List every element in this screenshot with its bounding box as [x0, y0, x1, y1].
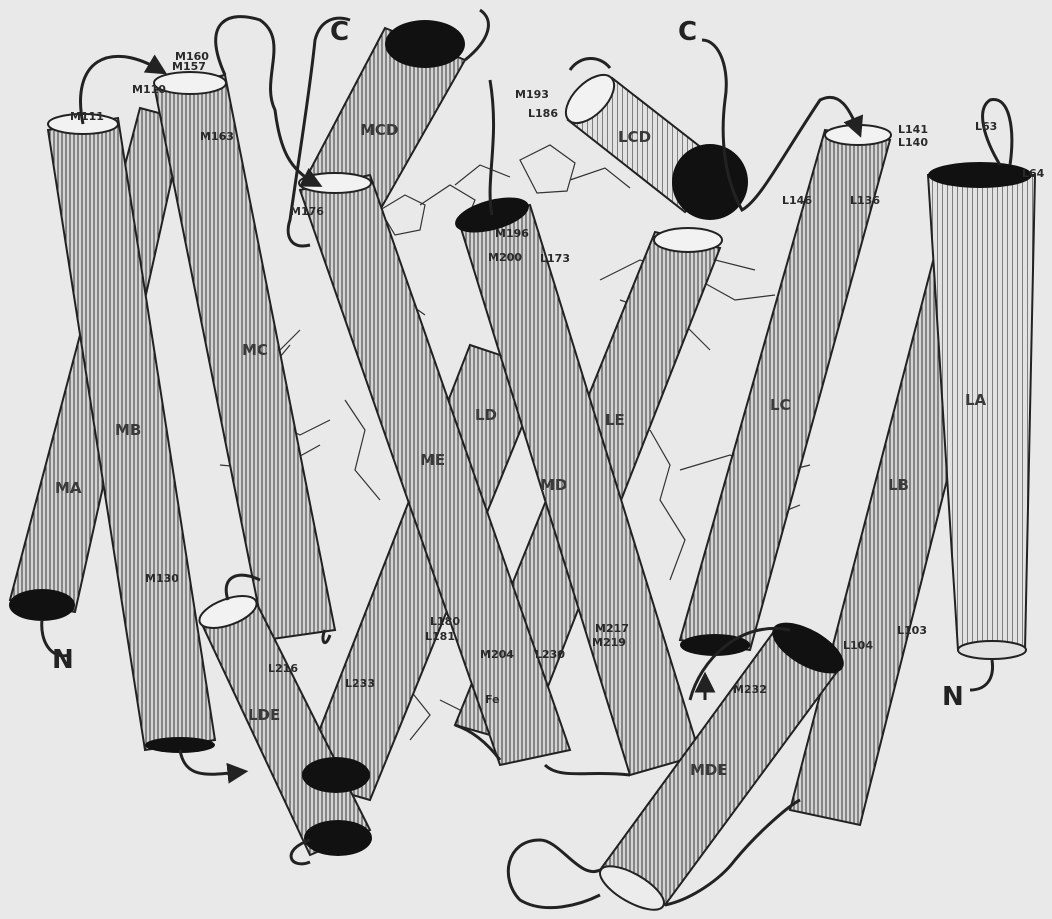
terminus-c-right: C: [678, 17, 697, 47]
label-MA: MA: [55, 479, 82, 497]
label-MB: MB: [115, 421, 141, 439]
residue-L140: L140: [898, 136, 928, 149]
residue-M232: M232: [733, 683, 767, 696]
residue-M110: M110: [132, 83, 166, 96]
label-LB: LB: [888, 476, 909, 494]
label-MC: MC: [242, 341, 268, 359]
residue-M217: M217: [595, 622, 629, 635]
residue-L233: L233: [345, 677, 375, 690]
residue-L104: L104: [843, 639, 873, 652]
label-MD: MD: [540, 476, 567, 494]
residue-L216: L216: [268, 662, 298, 675]
residue-M204: M204: [480, 648, 514, 661]
helix-LA: [928, 162, 1035, 659]
residue-M219: M219: [592, 636, 626, 649]
iron-label: Fe: [485, 693, 500, 706]
residue-L180: L180: [430, 615, 460, 628]
label-ME: ME: [420, 451, 445, 469]
residue-M196: M196: [495, 227, 529, 240]
residue-L136: L136: [850, 194, 880, 207]
label-MDE: MDE: [690, 761, 728, 779]
label-LC: LC: [770, 396, 791, 414]
residue-M193: M193: [515, 88, 549, 101]
residue-L141: L141: [898, 123, 928, 136]
label-LE: LE: [605, 411, 625, 429]
terminus-c-left: C: [330, 17, 349, 47]
label-LD: LD: [475, 406, 497, 424]
residue-L146: L146: [782, 194, 812, 207]
residue-L186: L186: [528, 107, 558, 120]
residue-M163: M163: [200, 130, 234, 143]
label-LCD: LCD: [618, 128, 651, 146]
terminus-n-left: N: [52, 645, 74, 675]
helix-LCD: [557, 66, 748, 220]
residue-M200: M200: [488, 251, 522, 264]
label-LDE: LDE: [248, 706, 280, 724]
label-LA: LA: [965, 391, 987, 409]
residue-L103: L103: [897, 624, 927, 637]
terminus-n-right: N: [942, 682, 964, 712]
residue-L230: L230: [535, 648, 565, 661]
residue-L64: L64: [1022, 167, 1045, 180]
residue-M111: M111: [70, 110, 104, 123]
residue-L181: L181: [425, 630, 455, 643]
residue-M160: M160: [175, 50, 209, 63]
residue-L63: L63: [975, 120, 997, 133]
residue-L173: L173: [540, 252, 570, 265]
label-MCD: MCD: [360, 121, 398, 139]
residue-M176: M176: [290, 205, 324, 218]
residue-M130: M130: [145, 572, 179, 585]
